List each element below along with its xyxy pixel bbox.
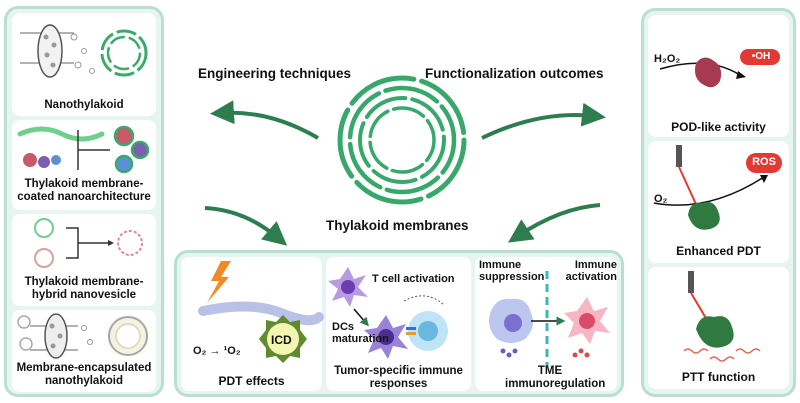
thylakoid-membrane-rings [337, 75, 467, 205]
enhanced-pdt-label: Enhanced PDT [676, 244, 761, 258]
arrow-to-functionalization [481, 102, 606, 140]
o2-reactant: O₂ [193, 345, 207, 357]
pod-activity-label: POD-like activity [671, 120, 766, 134]
reaction-arrow: → [209, 345, 221, 357]
tumor-immune-label: Tumor-specific immune responses [334, 365, 463, 390]
arrow-to-pdt-effects [204, 206, 288, 246]
arrow-to-tme [508, 203, 601, 243]
oh-radical-label: •OH [751, 51, 771, 62]
encapsulated-nanothylakoid-cell: Membrane-encapsulated nanothylakoid [12, 310, 156, 392]
singlet-oxygen: ¹O₂ [223, 345, 241, 357]
pdt-effects-cell: ICD O₂ → ¹O₂ PDT effects [181, 257, 324, 391]
thylakoid-membranes-label: Thylakoid membranes [326, 218, 469, 233]
icd-badge: ICD [271, 333, 292, 347]
encapsulated-nanothylakoid-illustration [17, 313, 148, 359]
tme-illustration [489, 271, 610, 367]
hybrid-nanovesicle-cell: Thylakoid membrane-hybrid nanovesicle [12, 214, 156, 306]
pdt-effects-label: PDT effects [218, 374, 285, 388]
immune-suppression-label: Immune suppression [479, 259, 545, 283]
nanothylakoid-illustration [20, 24, 148, 78]
o2-reaction: O₂ → ¹O₂ [193, 345, 241, 357]
pod-activity-illustration [659, 49, 780, 88]
enhanced-pdt-cell: O₂ ROS Enhanced PDT [648, 141, 789, 263]
tumor-immune-illustration [328, 267, 448, 359]
tme-cell: Immune suppression Immune activation TME… [475, 257, 617, 391]
enhanced-pdt-illustration [653, 145, 782, 230]
pdt-effects-illustration [198, 261, 324, 363]
bottom-panel: ICD O₂ → ¹O₂ PDT effects T cell activati… [174, 250, 624, 397]
ptt-function-illustration [683, 271, 761, 362]
arrow-to-engineering [210, 100, 320, 140]
engineering-techniques-label: Engineering techniques [198, 66, 352, 81]
left-panel: Nanothylakoid Thylakoid membrane-coated … [4, 6, 164, 397]
right-panel: H₂O₂ •OH POD-like activity O₂ ROS Enhanc… [641, 8, 796, 397]
o2-label: O₂ [654, 193, 668, 205]
h2o2-label: H₂O₂ [654, 53, 681, 65]
ptt-function-label: PTT function [681, 370, 756, 384]
dcs-maturation-label: DCs maturation [332, 321, 389, 345]
nanothylakoid-cell: Nanothylakoid [12, 13, 156, 116]
coated-nanoarchitecture-label: Thylakoid membrane-coated nanoarchitectu… [17, 178, 151, 203]
functionalization-outcomes-label: Functionalization outcomes [425, 66, 604, 81]
ptt-function-cell: PTT function [648, 267, 789, 389]
hybrid-nanovesicle-label: Thylakoid membrane-hybrid nanovesicle [24, 276, 144, 301]
coated-nanoarchitecture-illustration [17, 125, 150, 174]
tme-label: TME immunoregulation [505, 365, 606, 390]
immune-activation-label: Immune activation [565, 259, 617, 283]
encapsulated-nanothylakoid-label: Membrane-encapsulated nanothylakoid [16, 362, 152, 387]
ros-label: ROS [752, 156, 776, 168]
coated-nanoarchitecture-cell: Thylakoid membrane-coated nanoarchitectu… [12, 120, 156, 210]
tumor-immune-cell: T cell activation DCs maturation Tumor-s… [326, 257, 471, 391]
tcell-activation-label: T cell activation [372, 273, 455, 285]
pod-activity-cell: H₂O₂ •OH POD-like activity [648, 15, 789, 137]
hybrid-nanovesicle-illustration [34, 218, 143, 268]
nanothylakoid-label: Nanothylakoid [44, 99, 124, 111]
